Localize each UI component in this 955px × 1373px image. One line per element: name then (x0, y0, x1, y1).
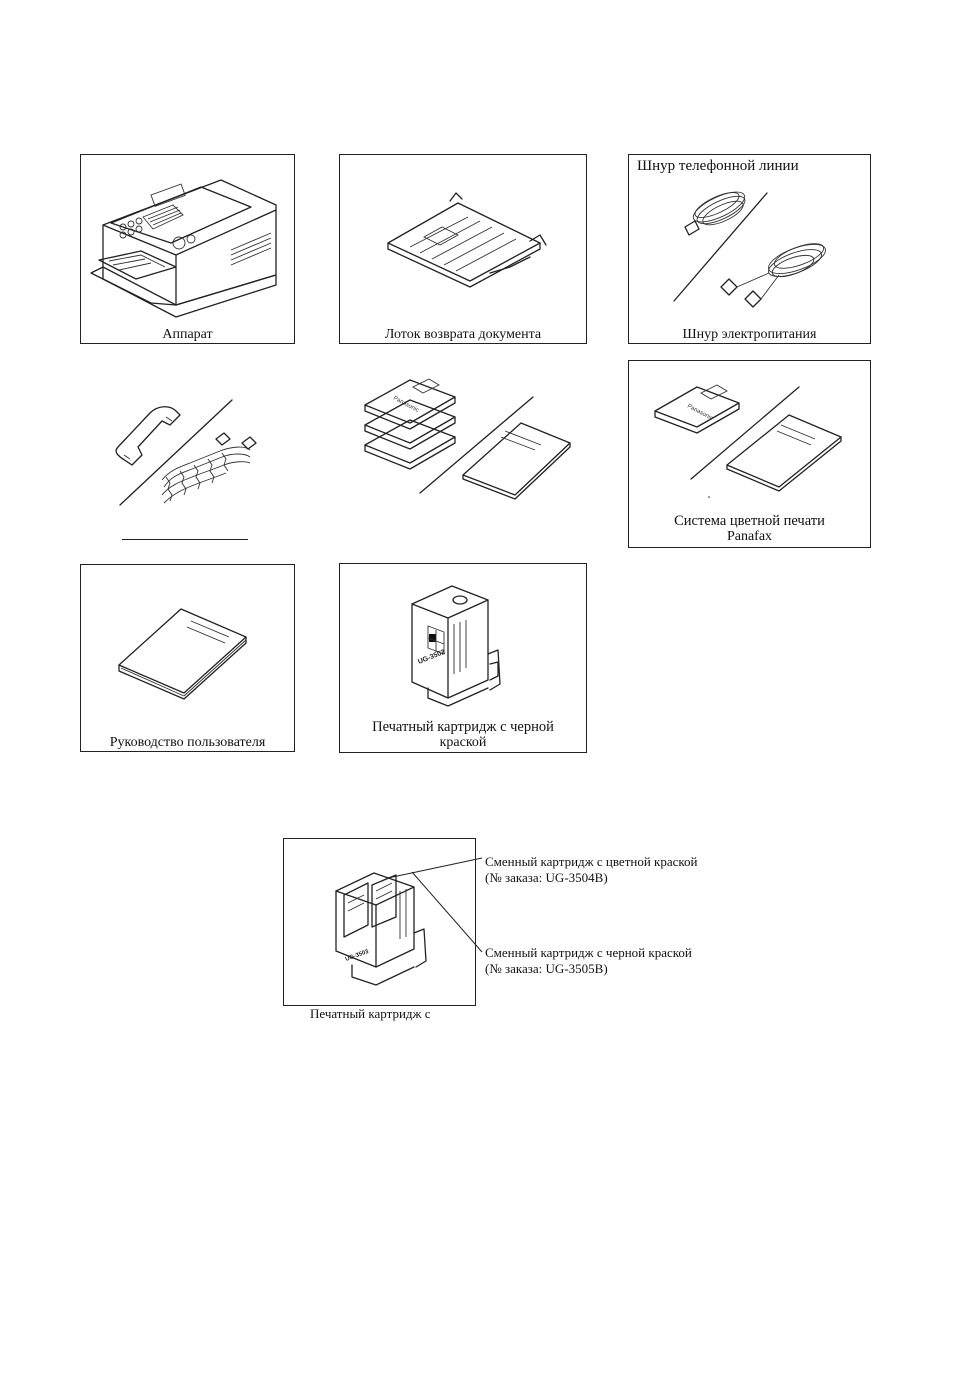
user-manual-caption: Руководство пользователя (109, 735, 266, 750)
software-set-illustration: Panasonic (364, 378, 571, 500)
cartridge-callout-caption: Печатный картридж с (310, 1006, 431, 1021)
black-cartridge-caption-line2: краской (439, 735, 487, 750)
fax-machine-illustration (90, 179, 277, 318)
black-refill-order-label: (№ заказа: UG-3505B) (485, 961, 608, 976)
handset-illustration (115, 399, 257, 506)
cartridge-model-text: UG-3502 (417, 649, 446, 666)
machine-panel: Аппарат (80, 154, 295, 344)
handset-panel (100, 385, 260, 545)
color-system-caption-line1: Система цветной печати (674, 513, 825, 529)
cords-illustration (673, 191, 826, 308)
color-system-caption-line2: Panafax (726, 529, 773, 544)
black-cartridge-illustration: UG-3502 (411, 585, 501, 707)
cartridge-model-text-2: UG-3503 (345, 949, 371, 963)
handset-caption-underline (122, 539, 248, 540)
cords-panel: Шнур телефонной линии Шнур электропитани… (628, 154, 871, 344)
cartridge-callout-panel: UG-3503 (283, 838, 476, 1006)
black-cartridge-caption-line1: Печатный картридж с черной (372, 719, 554, 735)
color-system-panel: Panasonic Система цветной печати Panafax (628, 360, 871, 548)
floppy-brand-text-2: Panasonic (686, 403, 714, 421)
user-manual-illustration (118, 608, 247, 700)
machine-caption: Аппарат (162, 327, 213, 342)
document-tray-illustration (387, 192, 547, 288)
black-cartridge-panel: UG-3502 Печатный картридж с черной краск… (339, 563, 587, 753)
floppy-brand-text: Panasonic (392, 395, 420, 413)
document-tray-caption: Лоток возврата документа (384, 327, 542, 342)
power-cord-caption: Шнур электропитания (682, 327, 817, 342)
black-refill-label: Сменный картридж с черной краской (485, 945, 692, 960)
color-system-illustration: Panasonic (654, 384, 842, 498)
user-manual-panel: Руководство пользователя (80, 564, 295, 752)
document-tray-panel: Лоток возврата документа (339, 154, 587, 344)
color-refill-label: Сменный картридж с цветной краской (485, 854, 698, 869)
refill-cartridge-illustration: UG-3503 (335, 872, 427, 986)
color-refill-order-label: (№ заказа: UG-3504B) (485, 870, 608, 885)
phone-cord-caption: Шнур телефонной линии (637, 158, 799, 174)
software-set-panel: Panasonic (355, 375, 585, 505)
